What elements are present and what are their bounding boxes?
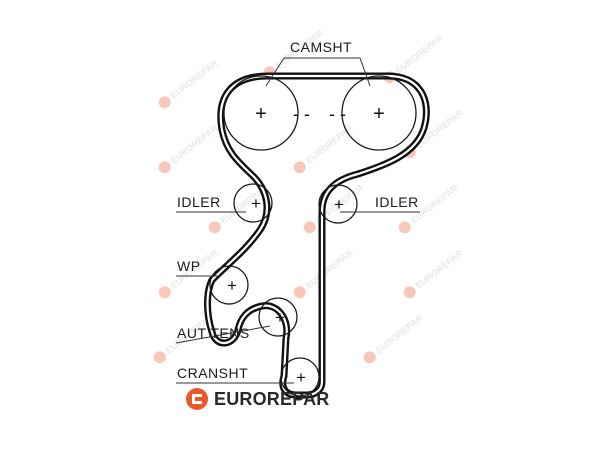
camshaft-left-minus: - (293, 104, 299, 124)
belt-path-outer (204, 72, 430, 399)
water-pump-pulley (209, 265, 249, 305)
belt-path-inner (206, 74, 428, 397)
camshaft-left-minus-2: - (304, 104, 310, 124)
pulley-marks: + + + + + (227, 194, 344, 387)
leader-camshaft-left (265, 57, 285, 87)
camshaft-marks: + + - - - - (255, 103, 385, 125)
idler-pulley-right (318, 184, 358, 224)
camshaft-right-plus: + (373, 103, 385, 125)
auto-tensioner-plus: + (275, 308, 285, 327)
leader-camshaft-right (284, 57, 371, 87)
camshaft-right-minus: - (329, 104, 335, 124)
leader-auto-tensioner (175, 325, 271, 344)
camshaft-pulley-right (341, 75, 417, 151)
brand-name: EUROREPAR (214, 388, 330, 409)
label-auto-tensioner: AUT TENS (177, 325, 250, 341)
crankshaft-plus: + (296, 368, 306, 387)
label-water-pump: WP (177, 258, 201, 274)
camshaft-pulley-left (223, 75, 299, 151)
idler-left-plus: + (251, 194, 261, 213)
camshaft-right-minus-2: - (340, 104, 346, 124)
camshaft-left-plus: + (255, 103, 267, 125)
water-pump-plus: + (227, 276, 237, 295)
label-idler-left: IDLER (177, 194, 221, 210)
label-camshaft: CAMSHT (290, 39, 353, 55)
idler-right-plus: + (334, 195, 344, 214)
timing-belt (204, 72, 430, 399)
brand-logo: EUROREPAR (186, 388, 329, 410)
eurorepar-logo-icon (186, 388, 208, 410)
label-crankshaft: CRANSHT (177, 365, 249, 381)
idler-pulley-left (233, 183, 273, 223)
label-idler-right: IDLER (375, 194, 419, 210)
leader-lines (175, 57, 420, 384)
crankshaft-pulley (280, 357, 320, 397)
auto-tensioner-pulley (258, 297, 298, 337)
